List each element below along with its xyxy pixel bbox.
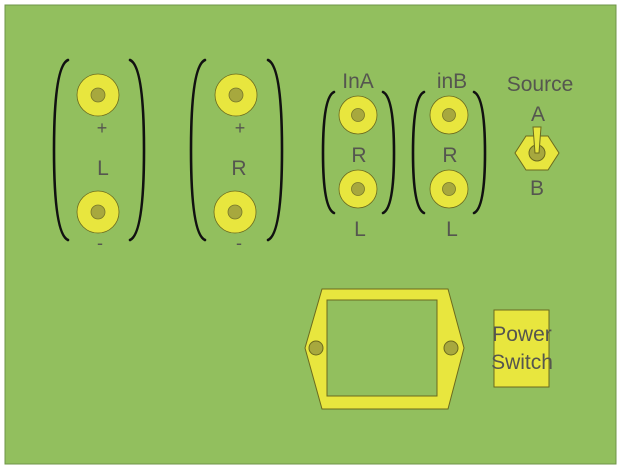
input-b-right-jack[interactable] bbox=[429, 95, 469, 135]
power-switch-label-line2: Switch bbox=[491, 351, 553, 374]
bracket-right-close bbox=[266, 58, 284, 242]
bracket-left-open bbox=[52, 58, 70, 242]
speaker-right-minus-label: - bbox=[236, 233, 242, 253]
speaker-left-group: + L - bbox=[52, 58, 146, 253]
power-inlet-screw-left bbox=[308, 340, 324, 356]
speaker-right-group: + R - bbox=[189, 58, 284, 253]
power-switch-label-line1: Power bbox=[492, 323, 552, 346]
speaker-right-plus-jack[interactable] bbox=[214, 73, 258, 117]
source-option-a-label: A bbox=[531, 103, 545, 126]
power-inlet-screw-right bbox=[443, 340, 459, 356]
speaker-right-plus-label: + bbox=[235, 118, 246, 138]
speaker-left-minus-jack[interactable] bbox=[76, 190, 120, 234]
source-option-b-label: B bbox=[530, 177, 544, 200]
input-b-bottom-label: L bbox=[446, 218, 458, 241]
input-a-left-jack[interactable] bbox=[338, 169, 378, 209]
speaker-left-plus-label: + bbox=[97, 118, 108, 138]
speaker-right-minus-jack[interactable] bbox=[213, 190, 257, 234]
source-selector-group: Source A B bbox=[507, 73, 574, 200]
speaker-left-minus-label: - bbox=[97, 233, 103, 253]
speaker-left-plus-jack[interactable] bbox=[76, 73, 120, 117]
input-a-top-label: R bbox=[351, 144, 366, 167]
input-a-bottom-label: L bbox=[354, 218, 366, 241]
bracket-right-open bbox=[189, 58, 207, 242]
power-inlet[interactable] bbox=[304, 288, 465, 410]
input-b-left-jack[interactable] bbox=[429, 169, 469, 209]
bracket-input-a-close bbox=[381, 90, 396, 215]
bracket-left-close bbox=[128, 58, 146, 242]
input-b-group: inB R L bbox=[411, 70, 487, 241]
source-toggle-switch[interactable] bbox=[514, 126, 560, 171]
input-a-group: InA R L bbox=[321, 70, 396, 241]
input-b-title: inB bbox=[437, 70, 467, 93]
source-title: Source bbox=[507, 73, 574, 96]
speaker-left-name: L bbox=[97, 157, 109, 180]
power-switch[interactable]: Power Switch bbox=[491, 309, 553, 388]
bracket-input-a-open bbox=[321, 90, 336, 215]
speaker-right-name: R bbox=[231, 157, 246, 180]
input-a-right-jack[interactable] bbox=[338, 95, 378, 135]
input-b-top-label: R bbox=[442, 144, 457, 167]
bracket-input-b-open bbox=[411, 90, 426, 215]
input-a-title: InA bbox=[342, 70, 374, 93]
bracket-input-b-close bbox=[472, 90, 487, 215]
